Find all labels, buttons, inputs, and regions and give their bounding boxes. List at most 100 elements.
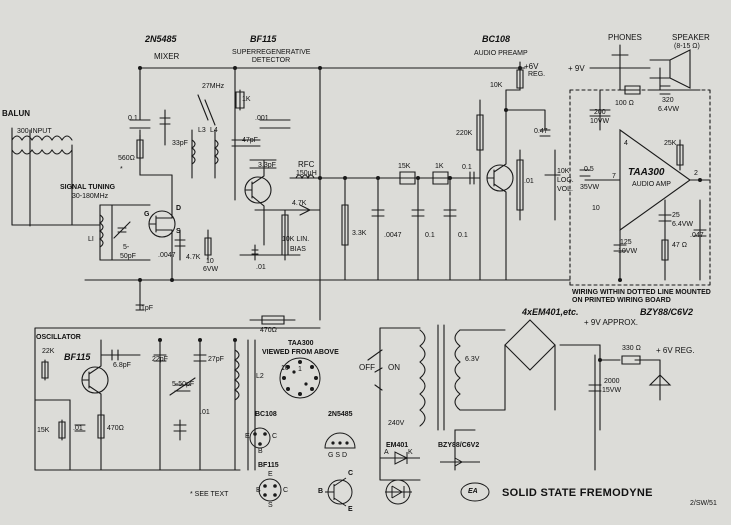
reg-label: REG.: [528, 71, 546, 78]
r-470-label: 470Ω: [260, 327, 277, 334]
c-2000-label: 2000: [604, 378, 620, 385]
c-320-label: 320: [662, 97, 674, 104]
c-01g-label: .01: [200, 409, 210, 416]
c-27p-label: 27pF: [208, 356, 224, 363]
r-15kb-label: 15K: [37, 427, 50, 434]
mixer-part-label: 2N5485: [145, 34, 177, 44]
c-1p-label: 1pF: [141, 305, 154, 312]
c-0047b-label: .0047: [384, 232, 402, 239]
l-27-label: 27MHz: [202, 83, 225, 90]
c-01a-label: 0.1: [128, 115, 138, 122]
s-label: S: [176, 228, 181, 235]
r-100-label: 100 Ω: [615, 100, 634, 107]
r-10k-label: 10K: [490, 82, 503, 89]
c-01h-label: .01: [73, 425, 83, 432]
star-label: *: [120, 166, 123, 173]
taa-pin1-label: 1: [298, 366, 302, 373]
sym-b-label: B: [318, 488, 324, 495]
c-47p-label: 47pF: [242, 137, 258, 144]
c-15vw-label: 15VW: [602, 387, 622, 394]
pin7-label: 7: [612, 173, 616, 180]
c-047b-label: .047: [690, 232, 704, 239]
c-01d-label: 0.1: [458, 232, 468, 239]
l3-label: L3: [198, 127, 206, 134]
r-220k-label: 220K: [456, 130, 473, 137]
logo: EA: [468, 488, 478, 495]
n2n-pins-label: G S D: [328, 452, 348, 459]
bf-e-label: E: [268, 471, 273, 478]
c-01e-label: 0.1: [462, 164, 472, 171]
c-001-label: .001: [255, 115, 269, 122]
bf-s-label: S: [268, 502, 273, 509]
balun-label: BALUN: [2, 109, 30, 118]
c-68-label: 6.8pF: [113, 362, 131, 369]
c-05-label: 0.5: [584, 166, 594, 173]
l1-label: LI: [88, 236, 94, 243]
c-10vw-label: 10VW: [590, 118, 610, 125]
c-35-label: 35VW: [580, 184, 600, 191]
detector-part-label: BF115: [250, 34, 277, 44]
plus6reg-label: + 6V REG.: [656, 346, 695, 355]
c-5-50-label: 5-50pF: [172, 381, 195, 388]
junction-dots: [138, 66, 702, 362]
amp-ic-label: TAA300: [628, 167, 665, 178]
c-6vw-label: 6VW: [203, 266, 219, 273]
c-01f-label: .01: [524, 178, 534, 185]
r-1k-a-label: 1K: [242, 96, 251, 103]
v240-label: 240V: [388, 420, 405, 427]
plus6-label: +6V: [524, 62, 539, 71]
sym-c-label: C: [348, 470, 354, 477]
r-47k-a-label: 4.7K: [292, 200, 307, 207]
on-label: ON: [388, 363, 400, 372]
plus9-label: + 9V: [568, 64, 585, 73]
c-200-label: 200: [594, 109, 606, 116]
em-a-label: A: [384, 449, 389, 456]
pot-bias-label: BIAS: [290, 246, 306, 253]
taa-pin10-label: 10: [281, 365, 289, 372]
diagram-title: SOLID STATE FREMODYNE: [502, 487, 653, 499]
r-33k-label: 3.3K: [352, 230, 367, 237]
em401-pinout-title: EM401: [386, 442, 409, 449]
see-text-label: * SEE TEXT: [190, 491, 229, 498]
c-64-label: 6.4VW: [658, 106, 680, 113]
tuning-label: SIGNAL TUNING: [60, 184, 116, 191]
r-47k-b-label: 4.7K: [186, 254, 201, 261]
c-550-label: 5-: [123, 244, 130, 251]
g-label: G: [144, 211, 150, 218]
tuning-range-label: 30-180MHz: [72, 193, 109, 200]
figure-code: 2/SW/51: [690, 500, 717, 507]
r-330-label: 330 Ω: [622, 345, 641, 352]
r-25k-label: 25K: [664, 140, 677, 147]
c-25-label: 25: [672, 212, 680, 219]
bc-b-label: B: [258, 448, 263, 455]
taa-pinout-sub: VIEWED FROM ABOVE: [262, 349, 339, 356]
r-560-label: 560Ω: [118, 155, 135, 162]
vol-label: VOL.: [557, 186, 573, 193]
pin2-label: 2: [694, 170, 698, 177]
speaker-label: SPEAKER: [672, 33, 710, 42]
bf115-pinout-title: BF115: [258, 462, 279, 469]
c-047-label: 0.47: [534, 128, 548, 135]
r-1k-b-label: 1K: [435, 163, 444, 170]
zener-label: BZY88/C6V2: [640, 307, 694, 317]
osc-part-label: BF115: [64, 352, 91, 362]
vol-value-label: 10K: [557, 168, 570, 175]
c-125-label: 125: [620, 239, 632, 246]
v63-label: 6.3V: [465, 356, 480, 363]
pot-label: 10K LIN.: [282, 236, 310, 243]
rfc-value-label: 150µH: [296, 170, 317, 177]
vol-log-label: LOG.: [557, 177, 574, 184]
c-33p2-label: 3.3pF: [258, 162, 276, 169]
r-470b-label: 470Ω: [107, 425, 124, 432]
off-label: OFF: [359, 363, 375, 372]
bc-e-label: E: [245, 433, 250, 440]
bc108-pinout-title: BC108: [255, 411, 277, 418]
speaker-impedance-label: (8-15 Ω): [674, 43, 700, 50]
pin10-label: 10: [592, 205, 600, 212]
l2-label: L2: [256, 373, 264, 380]
r-47-label: 47 Ω: [672, 242, 687, 249]
v9approx-label: + 9V APPROX.: [584, 318, 639, 327]
detector-label: SUPERREGENERATIVE DETECTOR: [232, 49, 311, 64]
